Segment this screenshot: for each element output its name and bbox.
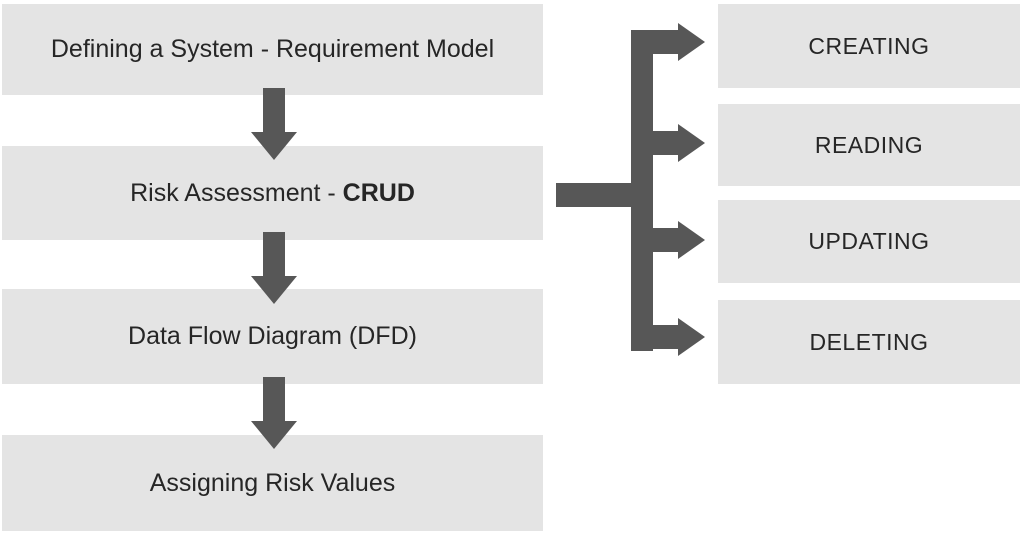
down-arrow-head — [251, 421, 297, 449]
down-arrow-icon — [251, 88, 297, 160]
crud-box-label: READING — [814, 131, 924, 158]
flow-step-label-crud: CRUD — [342, 178, 415, 207]
down-arrow-head — [251, 276, 297, 304]
down-arrow-shaft — [263, 377, 285, 421]
right-arrow-icon — [678, 221, 705, 259]
crud-box-deleting: DELETING — [718, 300, 1020, 384]
down-arrow-icon — [251, 232, 297, 304]
right-arrow-icon — [678, 124, 705, 162]
crud-box-label: UPDATING — [808, 228, 930, 254]
down-arrow-shaft — [263, 232, 285, 276]
flow-step-label: Data Flow Diagram (DFD) — [128, 322, 417, 350]
connector-branch-shaft — [653, 30, 678, 54]
connector-feed-bar — [556, 183, 653, 207]
flow-step-requirement-model: Defining a System - Requirement Model — [2, 4, 543, 95]
right-arrow-icon — [678, 23, 705, 61]
connector-branch-shaft — [653, 131, 678, 155]
crud-box-reading: READING — [718, 104, 1020, 186]
connector-branch-shaft — [653, 228, 678, 252]
crud-box-creating: CREATING — [718, 4, 1020, 88]
flow-step-label: Risk Assessment - CRUD — [130, 179, 415, 208]
crud-box-updating: UPDATING — [718, 200, 1020, 283]
down-arrow-shaft — [263, 88, 285, 132]
connector-branch-shaft — [653, 325, 678, 349]
crud-box-label: DELETING — [809, 328, 929, 355]
flow-step-label: Assigning Risk Values — [149, 468, 396, 497]
crud-box-label: CREATING — [808, 32, 930, 59]
right-arrow-icon — [678, 318, 705, 356]
flow-step-label: Defining a System - Requirement Model — [50, 35, 495, 63]
flow-step-assigning-risk-values: Assigning Risk Values — [2, 435, 543, 531]
connector-trunk — [631, 30, 653, 351]
flow-step-risk-assessment: Risk Assessment - CRUD — [2, 146, 543, 240]
flow-step-data-flow-diagram: Data Flow Diagram (DFD) — [2, 289, 543, 384]
down-arrow-head — [251, 132, 297, 160]
flow-step-label-prefix: Risk Assessment - — [130, 178, 343, 207]
down-arrow-icon — [251, 377, 297, 449]
